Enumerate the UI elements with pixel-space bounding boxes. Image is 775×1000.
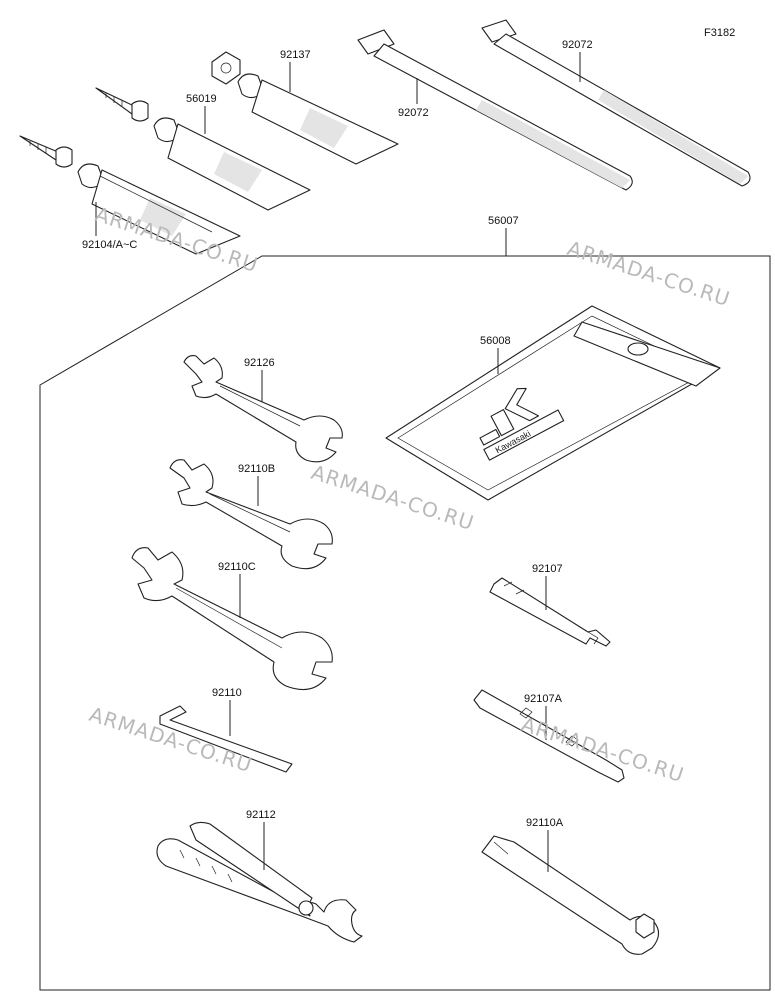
label-92126: 92126 (244, 357, 275, 369)
wrench-92110c[interactable] (131, 547, 333, 691)
label-tie-right: 92072 (562, 39, 593, 51)
label-92110c: 92110C (218, 561, 256, 573)
label-92137: 92137 (280, 49, 311, 61)
tube-92137[interactable] (211, 51, 399, 165)
boxwrench-92110a[interactable] (481, 835, 660, 955)
label-56019: 56019 (186, 93, 217, 105)
label-56008: 56008 (480, 335, 511, 347)
watermark: ARMADA-CO.RU (564, 236, 733, 311)
label-56007: 56007 (488, 215, 519, 227)
tube-56019[interactable] (95, 87, 311, 211)
pouch-56008[interactable]: Kawasaki (385, 305, 721, 501)
watermark: ARMADA-CO.RU (518, 712, 687, 787)
figure-code: F3182 (704, 27, 735, 39)
hexkey-92110[interactable] (159, 705, 293, 773)
tie-right[interactable] (481, 19, 751, 187)
driver-92107[interactable] (489, 577, 611, 647)
driver-92107a[interactable] (473, 689, 625, 783)
kit-boundary (39, 255, 771, 991)
pliers-92112[interactable] (156, 821, 363, 943)
label-92112: 92112 (246, 809, 276, 821)
tube-92104[interactable] (19, 135, 241, 255)
tie-left[interactable] (357, 29, 633, 191)
wrench-92110b[interactable] (169, 459, 333, 570)
wrench-92126[interactable] (183, 355, 343, 463)
label-tie-left: 92072 (398, 107, 429, 119)
label-92104: 92104/A~C (82, 239, 137, 251)
label-92107: 92107 (532, 563, 563, 575)
label-92110b: 92110B (238, 463, 275, 475)
label-92107a: 92107A (524, 693, 563, 705)
label-92110a: 92110A (526, 817, 564, 829)
label-92110: 92110 (212, 687, 242, 699)
